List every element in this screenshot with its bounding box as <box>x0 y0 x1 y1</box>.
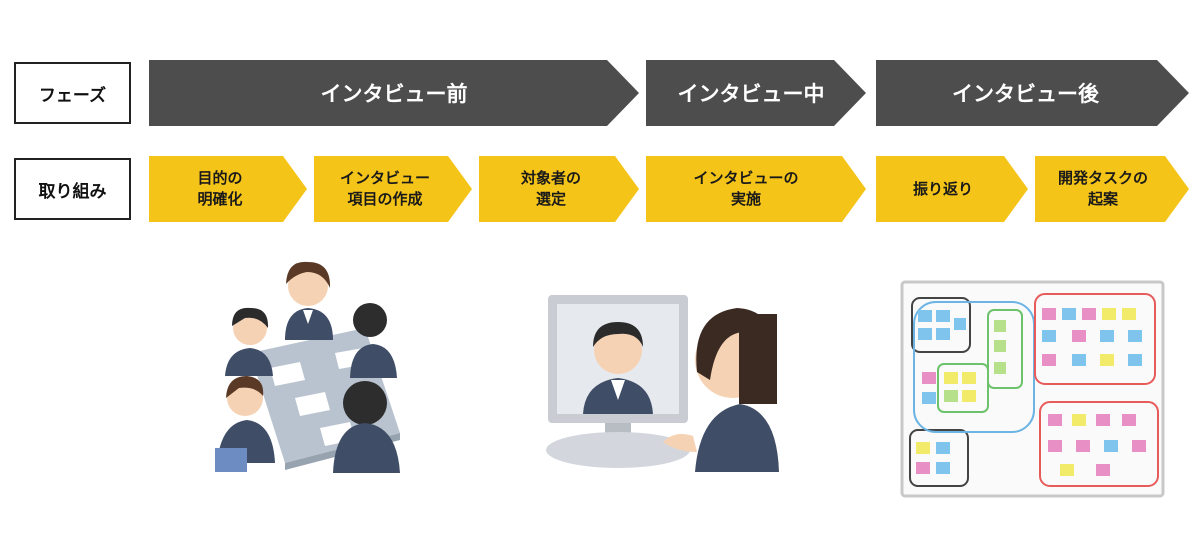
phase-label-during: インタビュー中 <box>677 82 825 106</box>
video-call-illustration <box>546 295 779 472</box>
phase-label-before: インタビュー前 <box>320 82 468 106</box>
step-label-3: 対象者の 選定 <box>520 169 581 208</box>
team-meeting-illustration <box>215 261 400 473</box>
phase-arrow-during: インタビュー中 <box>646 60 866 126</box>
phase-label-after: インタビュー後 <box>952 82 1099 106</box>
step-arrow-5: 振り返り <box>876 156 1028 222</box>
step-arrow-3: 対象者の 選定 <box>479 156 639 222</box>
step-label-4: インタビューの 実施 <box>693 169 799 208</box>
sticky-note-board-illustration <box>900 280 1165 498</box>
step-label-1: 目的の 明確化 <box>197 169 243 208</box>
step-arrow-4: インタビューの 実施 <box>646 156 866 222</box>
row-label-phase: フェーズ <box>14 62 131 124</box>
step-arrow-6: 開発タスクの 起案 <box>1035 156 1189 222</box>
step-label-5: 振り返り <box>912 179 973 198</box>
step-label-6: 開発タスクの 起案 <box>1057 169 1148 208</box>
step-label-2: インタビュー 項目の作成 <box>339 169 430 208</box>
step-arrow-2: インタビュー 項目の作成 <box>314 156 472 222</box>
phase-arrow-after: インタビュー後 <box>876 60 1189 126</box>
row-label-activities: 取り組み <box>14 158 131 220</box>
phase-arrow-before: インタビュー前 <box>149 60 639 126</box>
step-arrow-1: 目的の 明確化 <box>149 156 307 222</box>
